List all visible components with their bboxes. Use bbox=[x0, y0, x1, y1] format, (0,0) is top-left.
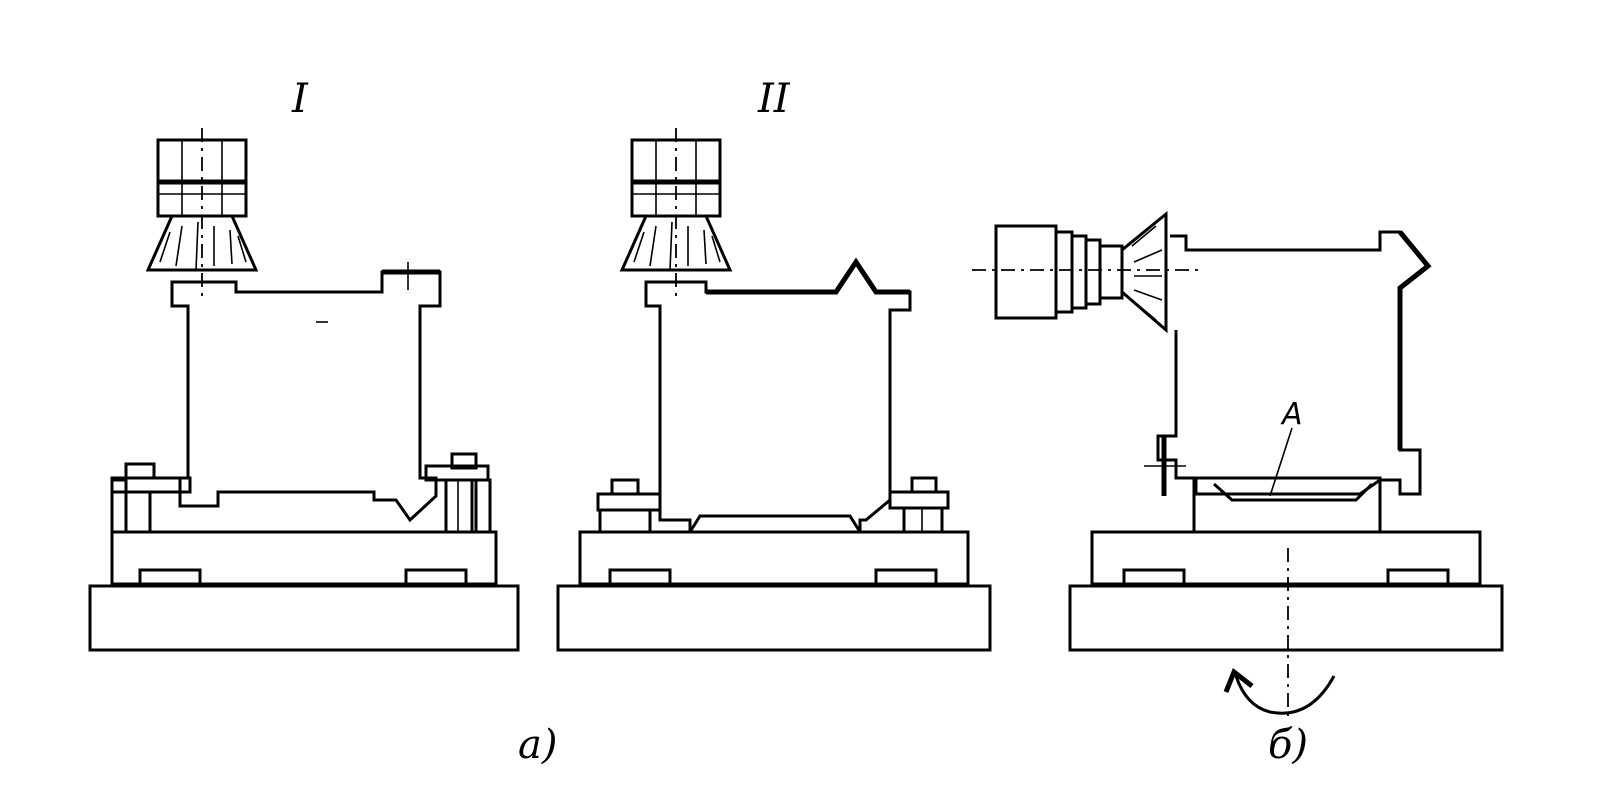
milling-cutter-icon-2 bbox=[619, 128, 733, 296]
rotation-arrow-icon bbox=[1223, 667, 1336, 715]
view-ii: II bbox=[556, 76, 992, 652]
view-i: I bbox=[88, 76, 520, 652]
label-position-i: I bbox=[291, 76, 309, 122]
label-surface-a: A bbox=[1280, 397, 1303, 432]
caption-b: б) bbox=[1268, 722, 1308, 768]
milling-cutter-icon bbox=[145, 128, 259, 296]
label-position-ii: II bbox=[757, 76, 791, 122]
view-b: A bbox=[972, 210, 1504, 716]
milling-cutter-icon-3 bbox=[972, 210, 1200, 334]
caption-a: a) bbox=[518, 722, 557, 768]
